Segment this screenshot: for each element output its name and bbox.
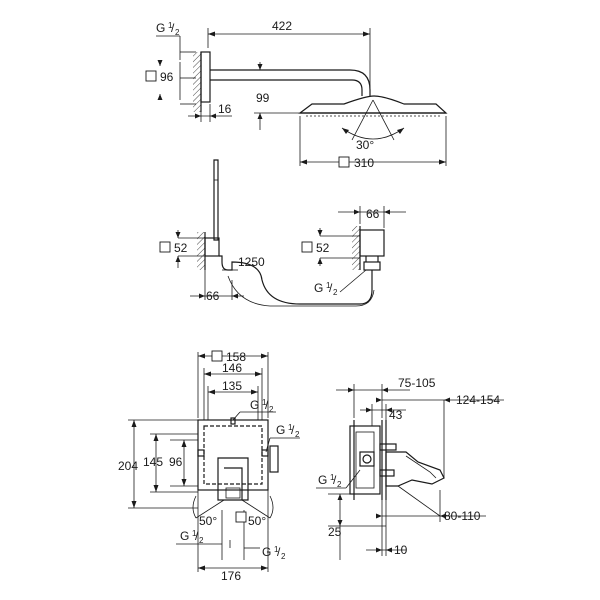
shower-head-view: 422 G 1 / 2 96 16 99 (145, 19, 448, 170)
svg-text:G: G (250, 398, 259, 412)
svg-text:2: 2 (175, 28, 180, 37)
svg-text:2: 2 (199, 536, 204, 545)
svg-text:G: G (276, 423, 285, 437)
svg-text:G: G (262, 545, 271, 559)
thread-label-right: G 1 / 2 (276, 423, 300, 439)
svg-text:/: / (265, 398, 269, 412)
svg-text:1: 1 (192, 529, 197, 538)
mixer-front-view: 158 146 135 G 1 / 2 G 1 / 2 (118, 350, 300, 583)
mixer-body (203, 425, 263, 485)
shower-arm (210, 69, 371, 96)
thread-label-top: G 1 / 2 (250, 398, 274, 414)
svg-text:/: / (171, 21, 175, 35)
dim-43: 43 (389, 408, 403, 422)
svg-text:G: G (156, 21, 165, 35)
dim-52-elbow: 52 (316, 241, 330, 255)
dim-1250: 1250 (238, 255, 265, 269)
dim-146: 146 (222, 361, 242, 375)
dim-66-hand: 66 (206, 289, 220, 303)
dim-135: 135 (222, 379, 242, 393)
svg-text:/: / (329, 281, 333, 295)
svg-text:1: 1 (326, 281, 331, 290)
svg-text:1: 1 (168, 21, 173, 30)
svg-text:/: / (333, 473, 337, 487)
dim-96-flange: 96 (160, 70, 174, 84)
svg-text:1: 1 (330, 473, 335, 482)
dim-80-110: 80-110 (444, 509, 481, 523)
dim-204: 204 (118, 459, 138, 473)
dim-50-left: 50° (199, 514, 217, 528)
mixer-lever (217, 457, 249, 501)
mixer-box-side (349, 425, 381, 495)
svg-text:/: / (291, 423, 295, 437)
wall-elbow (359, 229, 385, 257)
hose (219, 255, 373, 305)
thread-label-bottom-left: G 1 / 2 (180, 529, 204, 545)
svg-text:/: / (195, 529, 199, 543)
mixer-lever-side (385, 451, 445, 487)
svg-text:2: 2 (269, 405, 274, 414)
svg-text:1: 1 (288, 423, 293, 432)
svg-text:1: 1 (262, 398, 267, 407)
thread-label-elbow: G 1 / 2 (314, 281, 338, 297)
dim-99: 99 (256, 91, 270, 105)
cover-plate (197, 419, 269, 491)
dim-50-right: 50° (248, 514, 266, 528)
thread-label-bottom-right: G 1 / 2 (262, 545, 286, 561)
dim-16: 16 (218, 102, 232, 116)
dim-30-deg: 30° (356, 138, 374, 152)
wall-flange (200, 51, 211, 103)
elbow-view: 66 52 G 1 / 2 (301, 206, 406, 297)
mixer-side-view: 75-105 43 124-154 80-110 G 1 / 2 25 (316, 376, 504, 560)
thread-label-arm: G 1 / 2 (156, 21, 180, 37)
svg-text:2: 2 (337, 480, 342, 489)
dim-158: 158 (226, 350, 246, 364)
dim-310: 310 (354, 156, 374, 170)
svg-text:G: G (314, 281, 323, 295)
svg-text:/: / (277, 545, 281, 559)
dim-66-elbow: 66 (366, 207, 380, 221)
dim-25: 25 (328, 525, 342, 539)
wall-outlet (204, 237, 220, 257)
svg-text:G: G (318, 473, 327, 487)
dim-96-mixer: 96 (169, 455, 183, 469)
thread-label-side: G 1 / 2 (318, 473, 342, 489)
dim-124-154: 124-154 (456, 393, 500, 407)
rain-head (298, 95, 448, 114)
dim-52-hand: 52 (174, 241, 188, 255)
dim-10: 10 (394, 543, 408, 557)
hand-shower (213, 159, 219, 241)
wall-hatch (193, 52, 201, 112)
dim-176: 176 (221, 569, 241, 583)
dim-75-105: 75-105 (398, 376, 436, 390)
svg-text:G: G (180, 529, 189, 543)
dim-145: 145 (143, 455, 163, 469)
hand-shower-view: 52 1250 66 (159, 159, 375, 307)
svg-text:1: 1 (274, 545, 279, 554)
svg-text:2: 2 (333, 288, 338, 297)
svg-text:2: 2 (295, 430, 300, 439)
svg-text:2: 2 (281, 552, 286, 561)
dim-422: 422 (272, 19, 292, 33)
